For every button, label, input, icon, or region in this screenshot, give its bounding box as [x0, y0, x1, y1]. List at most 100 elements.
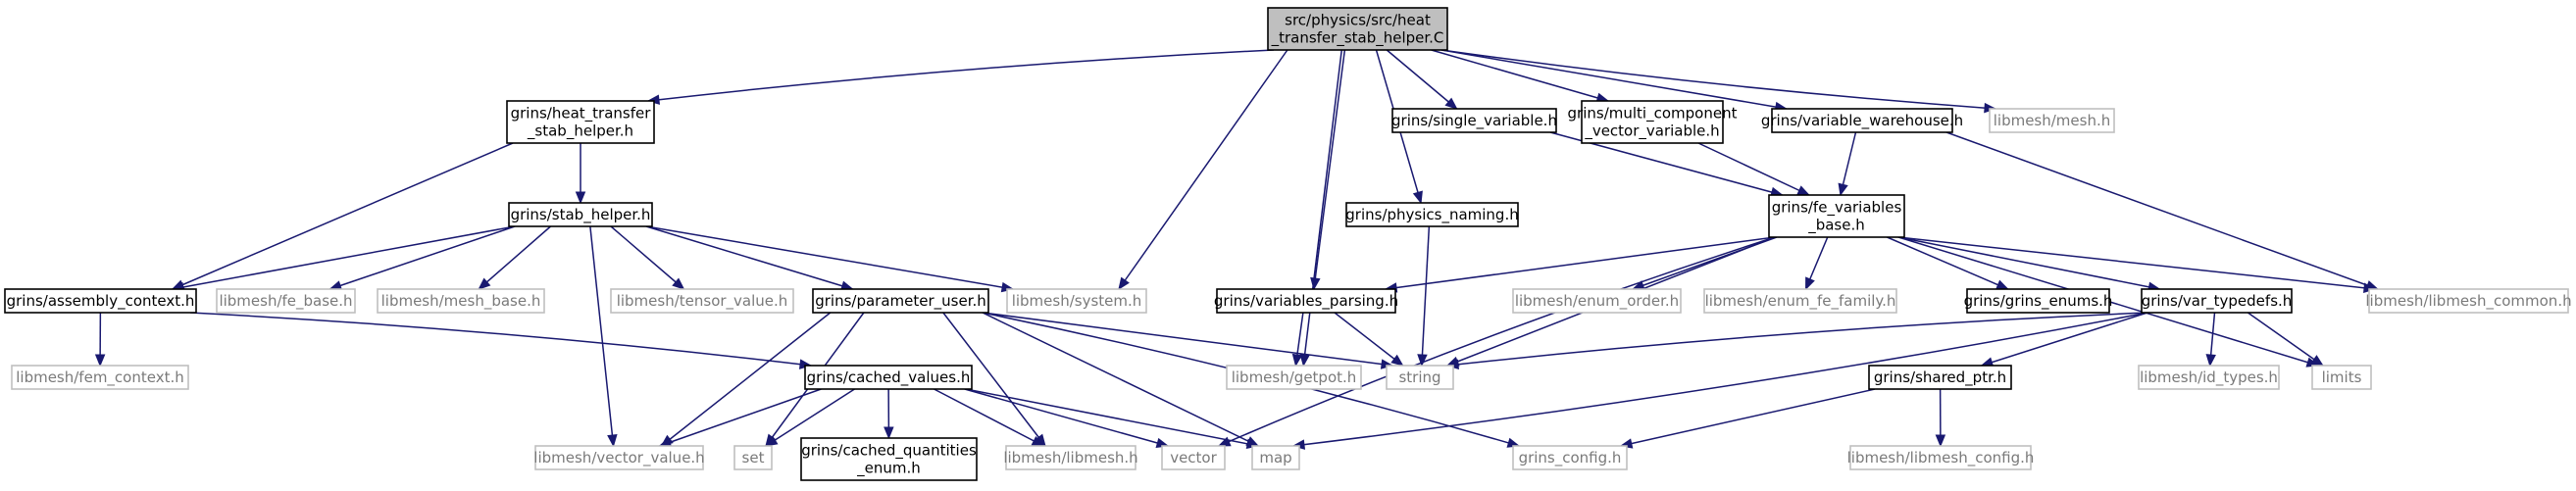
node-label: libmesh/mesh.h [1994, 112, 2111, 129]
node-heat-stab-h[interactable]: grins/heat_transfer_stab_helper.h [506, 100, 655, 144]
edge-fe_vars_base-to-var_typedefs [1897, 236, 2160, 290]
arrowhead-stab_helper-to-tensor_value [672, 277, 685, 290]
edge-fe_vars_base-to-vector [1218, 236, 1776, 447]
edge-stab_helper-to-fe_base [329, 225, 516, 290]
node-vector: vector [1161, 445, 1226, 470]
node-root[interactable]: src/physics/src/heat_transfer_stab_helpe… [1267, 7, 1448, 51]
node-box [1849, 445, 2032, 470]
edge-var_typedefs-to-string [1446, 312, 2148, 367]
node-label: vector [1170, 449, 1217, 466]
edge-param_user-to-vector_value [661, 312, 832, 447]
node-fe-base: libmesh/fe_base.h [216, 288, 356, 314]
node-physics-naming[interactable]: grins/physics_naming.h [1345, 202, 1519, 227]
node-box [4, 288, 197, 314]
node-box [1251, 445, 1300, 470]
edge-vars_parsing-to-string [1334, 312, 1404, 367]
node-cached-qty-enum[interactable]: grins/cached_quantities_enum.h [800, 437, 978, 481]
arrowhead-fe_vars_base-to-enum_fe_family [1805, 276, 1815, 291]
node-label: libmesh/enum_fe_family.h [1705, 292, 1896, 311]
arrowhead-multi_comp-to-fe_vars_base [1796, 185, 1810, 196]
node-getpot: libmesh/getpot.h [1226, 365, 1362, 390]
node-grins-enums[interactable]: grins/grins_enums.h [1964, 288, 2113, 314]
node-label: _base.h [1807, 217, 1865, 235]
arrowhead-vars_parsing-to-getpot [1291, 353, 1303, 368]
node-cached-values[interactable]: grins/cached_values.h [804, 365, 973, 390]
node-string: string [1386, 365, 1454, 390]
edge-var_typedefs-to-shared_ptr [1981, 312, 2148, 367]
node-label: grins/grins_enums.h [1964, 292, 2113, 311]
edge-cached_values-to-vector [964, 388, 1169, 447]
node-label: grins/cached_values.h [807, 368, 971, 387]
node-var-typedefs[interactable]: grins/var_typedefs.h [2141, 288, 2293, 314]
node-box [534, 445, 704, 470]
node-multi-comp[interactable]: grins/multi_component_vector_variable.h [1568, 100, 1738, 144]
node-layer: src/physics/src/heat_transfer_stab_helpe… [4, 7, 2572, 481]
node-label: grins/multi_component [1568, 105, 1738, 123]
node-mesh-base: libmesh/mesh_base.h [377, 288, 545, 314]
node-var-warehouse[interactable]: grins/variable_warehouse.h [1761, 108, 1963, 133]
node-id-types: libmesh/id_types.h [2138, 365, 2280, 390]
arrowhead-root-to-physics_naming [1412, 190, 1423, 205]
node-fe-vars-base[interactable]: grins/fe_variables_base.h [1768, 194, 1905, 238]
arrowhead-root-to-vars_parsing [1310, 276, 1321, 291]
node-box [1345, 202, 1519, 227]
node-assembly-ctx[interactable]: grins/assembly_context.h [4, 288, 197, 314]
node-box [2141, 288, 2293, 314]
node-label: grins/stab_helper.h [511, 206, 651, 224]
edge-shared_ptr-to-grins_config [1620, 388, 1876, 447]
node-box [1005, 445, 1136, 470]
node-label: _enum.h [856, 460, 921, 478]
node-tensor-value: libmesh/tensor_value.h [610, 288, 794, 314]
node-label: libmesh/getpot.h [1232, 368, 1357, 386]
edge-root-to-mesh_h [1440, 49, 1996, 110]
node-box [1386, 365, 1454, 390]
node-single-var[interactable]: grins/single_variable.h [1391, 108, 1557, 133]
node-box [1768, 194, 1905, 238]
node-label: _stab_helper.h [527, 123, 633, 141]
node-map: map [1251, 445, 1300, 470]
arrowhead-var_typedefs-to-id_types [2205, 354, 2216, 368]
node-label: limits [2322, 368, 2362, 386]
node-param-user[interactable]: grins/parameter_user.h [812, 288, 989, 314]
node-box [812, 288, 989, 314]
node-box [2138, 365, 2280, 390]
edge-root-to-heat_stab_h [647, 49, 1275, 102]
edge-param_user-to-map [982, 312, 1259, 447]
edge-multi_comp-to-fe_vars_base [1697, 142, 1810, 196]
node-libmesh-config: libmesh/libmesh_config.h [1847, 445, 2034, 470]
edge-heat_stab_h-to-assembly_ctx [172, 142, 514, 290]
node-limits: limits [2311, 365, 2372, 390]
node-box [1226, 365, 1362, 390]
node-vars-parsing[interactable]: grins/variables_parsing.h [1214, 288, 1398, 314]
node-libmesh-h: libmesh/libmesh.h [1003, 445, 1138, 470]
node-box [610, 288, 794, 314]
edge-fe_vars_base-to-vars_parsing [1386, 236, 1776, 290]
edge-var_typedefs-to-limits [2247, 312, 2324, 367]
node-shared-ptr[interactable]: grins/shared_ptr.h [1868, 365, 2012, 390]
node-stab-helper[interactable]: grins/stab_helper.h [508, 202, 653, 227]
node-box [1216, 288, 1396, 314]
node-label: grins/cached_quantities [801, 442, 977, 461]
edge-cached_values-to-vector_value [659, 388, 822, 447]
node-label: libmesh/id_types.h [2140, 368, 2278, 387]
node-label: grins/variable_warehouse.h [1761, 112, 1963, 130]
node-label: grins_config.h [1519, 449, 1622, 467]
node-set: set [733, 445, 773, 470]
node-label: _vector_variable.h [1584, 123, 1719, 141]
node-box [11, 365, 189, 390]
node-box [506, 100, 655, 144]
edge-physics_naming-to-string [1421, 225, 1431, 367]
node-box [1512, 445, 1628, 470]
edge-stab_helper-to-param_user [645, 225, 853, 290]
arrowhead-heat_stab_h-to-stab_helper [575, 191, 586, 205]
edge-param_user-to-libmesh_h [942, 312, 1046, 447]
arrowhead-stab_helper-to-vector_value [607, 434, 618, 448]
arrowhead-assembly_ctx-to-fem_context [94, 354, 106, 368]
node-box [1267, 7, 1448, 51]
node-box [1161, 445, 1226, 470]
arrowhead-root-to-single_var [1444, 97, 1458, 110]
node-box [1966, 288, 2110, 314]
node-label: grins/shared_ptr.h [1874, 368, 2006, 387]
node-label: grins/var_typedefs.h [2142, 292, 2293, 311]
